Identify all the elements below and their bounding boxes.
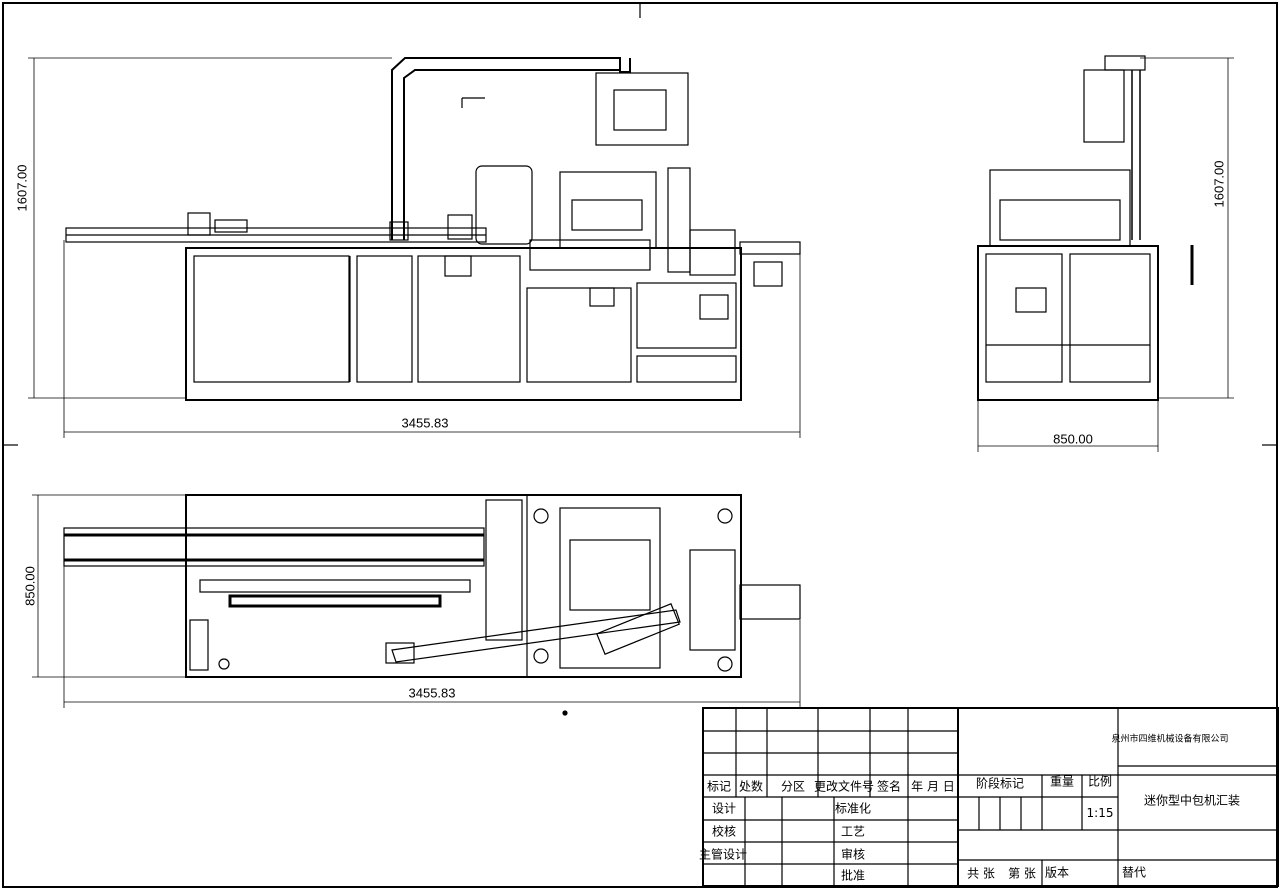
sheet-number: 第 张 [1008,866,1036,881]
side-view [977,55,1194,401]
role-design: 设计 [711,801,737,816]
header-zone: 分区 [780,779,806,794]
top-view [63,494,801,716]
role-chief-design: 主管设计 [698,847,748,862]
role-approve: 批准 [840,868,866,883]
header-scale: 比例 [1087,774,1113,789]
front-view [65,57,801,401]
role-check: 校核 [711,824,737,839]
drawing-title: 迷你型中包机汇装 [1143,793,1241,808]
top-dimension-lines [32,494,801,708]
front-height-dimension: 1607.00 [14,164,30,212]
sheets-total: 共 张 [967,866,995,881]
side-width-dimension: 850.00 [1053,431,1093,447]
scale-value: 1:15 [1086,806,1114,820]
header-mark: 标记 [706,779,732,794]
front-width-dimension: 3455.83 [401,415,449,431]
header-signature: 签名 [876,779,902,794]
side-dimension-lines [977,57,1234,452]
role-standardization: 标准化 [834,801,872,816]
title-block-grid [702,707,1279,887]
header-stage-mark: 阶段标记 [975,776,1025,791]
role-review: 审核 [840,847,866,862]
top-width-dimension: 3455.83 [408,685,456,701]
header-change-doc: 更改文件号 [813,779,875,794]
header-date: 年 月 日 [911,779,955,794]
header-count: 处数 [738,779,764,794]
replace-label: 替代 [1121,865,1147,880]
version-label: 版本 [1044,865,1070,880]
role-process: 工艺 [840,824,866,839]
front-dimension-lines [28,57,801,438]
company-name: 泉州市四维机械设备有限公司 [1111,734,1229,745]
top-depth-dimension: 850.00 [22,566,38,606]
side-height-dimension: 1607.00 [1211,160,1227,208]
header-weight: 重量 [1049,774,1075,789]
